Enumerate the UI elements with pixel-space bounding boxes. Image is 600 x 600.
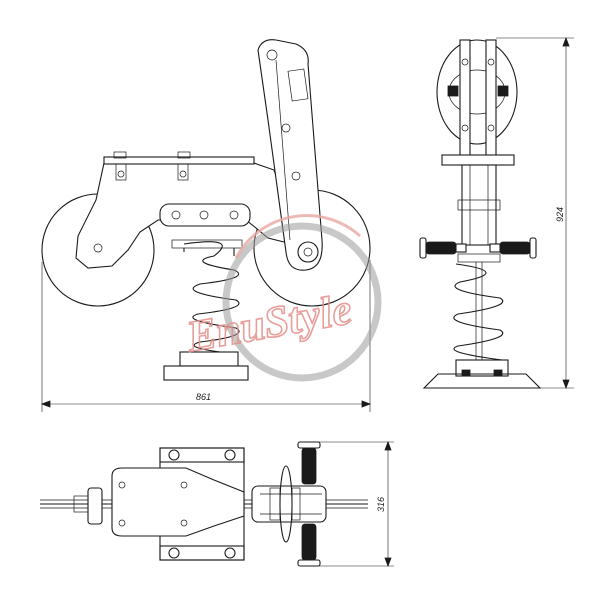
watermark-text: EnuStyle [182, 284, 355, 361]
top-seat-bolt-3 [118, 519, 126, 527]
dim-924-label: 924 [555, 207, 565, 222]
side-spring [171, 239, 243, 355]
side-hinge-plate [159, 203, 251, 227]
side-bolt-1 [117, 170, 125, 178]
front-arm-right [485, 39, 497, 161]
front-hub-left [447, 85, 459, 97]
side-bolt-2 [179, 170, 187, 178]
front-bolt-4 [487, 124, 495, 132]
front-hub-right [497, 85, 509, 97]
side-bolt-clip-1 [113, 151, 127, 159]
dim-861: 861 [40, 260, 372, 412]
front-handle-right [489, 237, 537, 259]
dim-316-label: 316 [376, 497, 386, 512]
side-base-plate [163, 365, 249, 381]
side-bracket-2 [177, 163, 189, 181]
dim-861-label: 861 [196, 392, 211, 402]
front-pad-outer [436, 39, 518, 145]
side-bracket-1 [115, 163, 127, 181]
side-hinge-bolt-2 [199, 210, 209, 220]
side-spring-top-plate [171, 239, 243, 249]
front-post [461, 164, 497, 246]
front-spring [453, 253, 504, 372]
side-bolt-clip-2 [177, 151, 191, 159]
top-left-cap [73, 495, 89, 513]
side-handle-arm [257, 39, 323, 271]
front-view: 924 [419, 36, 574, 390]
dim-316: 316 [318, 440, 394, 568]
front-clamp [457, 199, 501, 211]
front-base [422, 359, 542, 389]
top-seat-bolt-2 [180, 481, 188, 489]
front-bolt-2 [487, 58, 495, 66]
top-seat-bolt-1 [118, 481, 126, 489]
front-seat-bar [441, 154, 515, 166]
front-bolt-1 [461, 58, 469, 66]
top-handle-assembly [251, 441, 327, 567]
dim-924: 924 [496, 36, 574, 390]
front-arm-left [459, 39, 471, 161]
side-view: 861 [40, 39, 372, 412]
front-handle-left [419, 237, 467, 259]
top-seat [111, 467, 245, 537]
top-seat-bolt-4 [180, 519, 188, 527]
top-view: 316 [40, 440, 394, 568]
front-bolt-3 [461, 124, 469, 132]
side-pad-hub [93, 243, 103, 253]
side-hinge-bolt-1 [171, 210, 181, 220]
side-hinge-bolt-3 [229, 210, 239, 220]
top-left-pad [87, 487, 103, 525]
